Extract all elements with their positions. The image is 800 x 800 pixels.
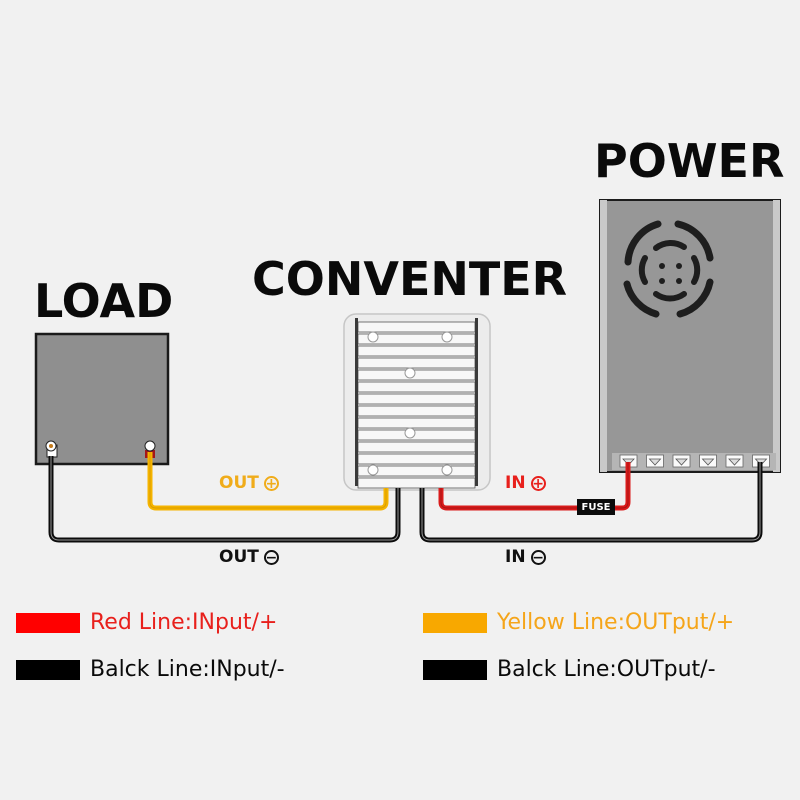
legend-item-yellow-output-positive: Yellow Line:OUTput/+ xyxy=(423,612,734,634)
label-text: OUT xyxy=(219,473,259,493)
converter-title: CONVENTER xyxy=(252,252,568,306)
heatsink-fin xyxy=(357,453,476,465)
heatsink-fin xyxy=(357,417,476,429)
legend-swatch-yellow xyxy=(423,613,487,633)
heatsink-fin xyxy=(357,345,476,357)
legend-label: Red Line:INput/+ xyxy=(90,610,278,635)
power-title: POWER xyxy=(594,134,785,188)
label-text: IN xyxy=(505,473,526,493)
power-device xyxy=(599,199,781,473)
legend-item-black-output-negative: Balck Line:OUTput/- xyxy=(423,659,716,681)
screw-terminal xyxy=(672,454,691,468)
heatsink-fin xyxy=(357,429,476,441)
heatsink-fin xyxy=(357,405,476,417)
converter-heatsink-fins xyxy=(357,321,476,489)
screw-terminal xyxy=(699,454,717,468)
label-out-negative: OUT − xyxy=(219,549,279,566)
heatsink-fin xyxy=(357,369,476,381)
fuse-label: FUSE xyxy=(577,499,615,515)
load-device xyxy=(34,332,170,466)
screw-terminal xyxy=(725,454,744,468)
legend-label: Yellow Line:OUTput/+ xyxy=(497,610,735,635)
converter-device xyxy=(343,313,491,491)
label-text: IN xyxy=(505,547,526,567)
fan-grille-icon xyxy=(623,220,714,318)
heatsink-fin xyxy=(357,381,476,393)
fan-center-dots xyxy=(659,263,682,284)
legend-swatch-red xyxy=(16,613,80,633)
legend-label: Balck Line:INput/- xyxy=(90,657,285,682)
heatsink-fin xyxy=(357,477,476,489)
legend-item-red-input-positive: Red Line:INput/+ xyxy=(16,612,277,634)
heatsink-fin xyxy=(357,357,476,369)
legend-swatch-black xyxy=(16,660,80,680)
legend-label: Balck Line:OUTput/- xyxy=(497,657,716,682)
wires xyxy=(48,452,763,543)
label-text: OUT xyxy=(219,547,259,567)
heatsink-fin xyxy=(357,393,476,405)
label-out-positive: OUT + xyxy=(219,475,279,492)
label-in-positive: IN + xyxy=(505,475,546,492)
legend-item-black-input-negative: Balck Line:INput/- xyxy=(16,659,285,681)
load-terminal-negative xyxy=(45,440,58,458)
plus-circle-icon: + xyxy=(530,475,546,492)
label-in-negative: IN − xyxy=(505,549,546,566)
minus-circle-icon: − xyxy=(263,549,279,566)
legend-swatch-black xyxy=(423,660,487,680)
minus-circle-icon: − xyxy=(530,549,546,566)
heatsink-fin xyxy=(357,441,476,453)
heatsink-fin xyxy=(357,321,476,333)
plus-circle-icon: + xyxy=(263,475,279,492)
screw-terminal xyxy=(646,454,664,468)
converter-mount-holes xyxy=(367,331,453,476)
load-title: LOAD xyxy=(34,274,174,328)
